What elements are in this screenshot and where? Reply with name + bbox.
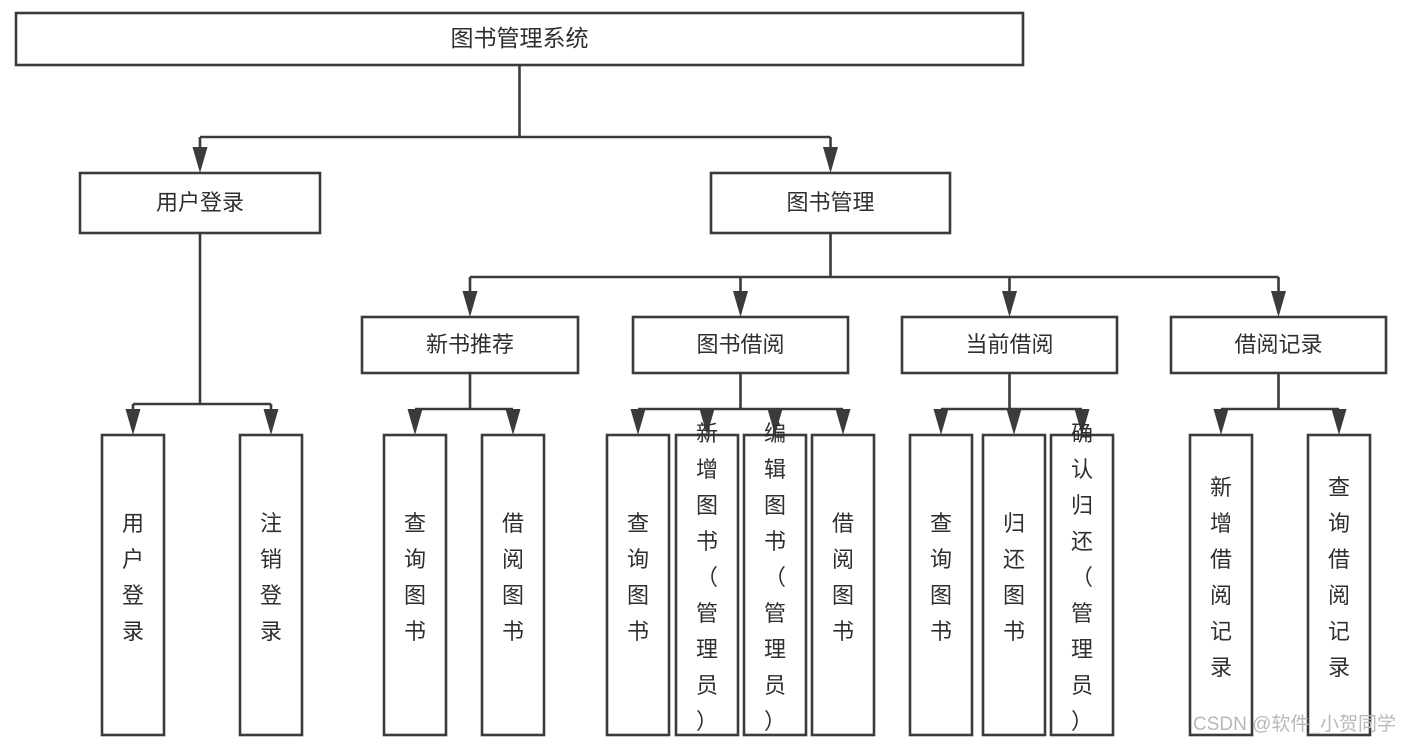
node-label-leaf-query-record: 查询借阅记录 [1328, 475, 1350, 680]
node-book-manage[interactable]: 图书管理 [709, 171, 952, 235]
node-box-book-manage[interactable] [709, 171, 952, 235]
node-leaf-borrow-book[interactable]: 借阅图书 [810, 433, 876, 737]
node-label-leaf-borrow-book: 借阅图书 [832, 511, 854, 644]
connector-arrowhead [263, 409, 279, 435]
csdn-watermark: CSDN @软件_小贺同学 [1193, 713, 1396, 735]
connector-arrowhead [630, 409, 646, 435]
nodes-layer: 图书管理系统用户登录图书管理新书推荐图书借阅当前借阅借阅记录用户登录注销登录查询… [14, 11, 1388, 737]
node-box-leaf-confirm-return[interactable] [1049, 433, 1115, 737]
node-box-leaf-borrow-book[interactable] [810, 433, 876, 737]
connectors-layer [125, 65, 1347, 435]
node-leaf-logout[interactable]: 注销登录 [238, 433, 304, 737]
node-box-leaf-return-book[interactable] [981, 433, 1047, 737]
node-label-root: 图书管理系统 [451, 25, 589, 51]
node-new-book-rec[interactable]: 新书推荐 [360, 315, 580, 375]
connector-group-user-login [125, 233, 279, 435]
node-label-new-book-rec: 新书推荐 [426, 332, 514, 357]
connector-arrowhead [933, 409, 949, 435]
node-label-leaf-borrow-book-rec: 借阅图书 [502, 511, 524, 644]
node-leaf-query-book-current[interactable]: 查询图书 [908, 433, 974, 737]
node-label-book-borrow: 图书借阅 [696, 332, 784, 357]
node-label-borrow-record: 借阅记录 [1234, 332, 1322, 357]
node-label-leaf-edit-book: 编辑图书（管理员） [764, 421, 786, 734]
node-label-leaf-add-book: 新增图书（管理员） [696, 421, 718, 734]
node-current-borrow[interactable]: 当前借阅 [900, 315, 1119, 375]
connector-arrowhead [125, 409, 141, 435]
node-label-book-manage: 图书管理 [786, 190, 874, 215]
node-box-user-login[interactable] [78, 171, 322, 235]
node-leaf-user-login[interactable]: 用户登录 [100, 433, 166, 737]
node-box-leaf-add-record[interactable] [1188, 433, 1254, 737]
connector-arrowhead [767, 409, 783, 435]
connector-arrowhead [1331, 409, 1347, 435]
node-label-leaf-user-login: 用户登录 [122, 511, 144, 644]
node-box-leaf-query-record[interactable] [1306, 433, 1372, 737]
node-box-leaf-query-book-rec[interactable] [382, 433, 448, 737]
node-box-root[interactable] [14, 11, 1025, 67]
node-leaf-query-book-rec[interactable]: 查询图书 [382, 433, 448, 737]
connector-group-current-borrow [933, 373, 1090, 435]
connector-arrowhead [192, 147, 208, 173]
node-box-leaf-logout[interactable] [238, 433, 304, 737]
node-label-current-borrow: 当前借阅 [965, 332, 1053, 357]
node-label-leaf-add-record: 新增借阅记录 [1210, 475, 1232, 680]
node-box-current-borrow[interactable] [900, 315, 1119, 375]
node-user-login[interactable]: 用户登录 [78, 171, 322, 235]
node-borrow-record[interactable]: 借阅记录 [1169, 315, 1388, 375]
node-leaf-query-book-borrow[interactable]: 查询图书 [605, 433, 671, 737]
node-label-leaf-query-book-current: 查询图书 [930, 511, 952, 644]
node-label-leaf-logout: 注销登录 [260, 511, 282, 644]
connector-group-book-borrow [630, 373, 851, 435]
connector-arrowhead [699, 409, 715, 435]
node-box-new-book-rec[interactable] [360, 315, 580, 375]
connector-group-root [192, 65, 838, 173]
node-box-leaf-borrow-book-rec[interactable] [480, 433, 546, 737]
node-leaf-return-book[interactable]: 归还图书 [981, 433, 1047, 737]
node-leaf-borrow-book-rec[interactable]: 借阅图书 [480, 433, 546, 737]
connector-arrowhead [733, 291, 748, 317]
node-leaf-add-book[interactable]: 新增图书（管理员） [674, 421, 740, 737]
connector-arrowhead [407, 409, 423, 435]
node-label-user-login: 用户登录 [156, 190, 244, 215]
connector-arrowhead [1002, 291, 1017, 317]
node-box-leaf-user-login[interactable] [100, 433, 166, 737]
connector-group-book-manage [462, 233, 1286, 317]
connector-arrowhead [1006, 409, 1022, 435]
node-label-leaf-query-book-rec: 查询图书 [404, 511, 426, 644]
node-box-leaf-add-book[interactable] [674, 433, 740, 737]
node-leaf-add-record[interactable]: 新增借阅记录 [1188, 433, 1254, 737]
connector-arrowhead [1213, 409, 1229, 435]
connector-arrowhead [1074, 409, 1090, 435]
connector-group-new-book-rec [407, 373, 521, 435]
node-box-book-borrow[interactable] [631, 315, 850, 375]
connector-group-borrow-record [1213, 373, 1347, 435]
node-leaf-edit-book[interactable]: 编辑图书（管理员） [742, 421, 808, 737]
node-book-borrow[interactable]: 图书借阅 [631, 315, 850, 375]
node-leaf-query-record[interactable]: 查询借阅记录 [1306, 433, 1372, 737]
connector-arrowhead [1271, 291, 1286, 317]
connector-arrowhead [835, 409, 851, 435]
connector-arrowhead [505, 409, 521, 435]
node-label-leaf-confirm-return: 确认归还（管理员） [1071, 421, 1093, 734]
node-root[interactable]: 图书管理系统 [14, 11, 1025, 67]
connector-arrowhead [462, 291, 478, 317]
node-box-leaf-query-book-current[interactable] [908, 433, 974, 737]
node-label-leaf-return-book: 归还图书 [1003, 511, 1025, 644]
node-label-leaf-query-book-borrow: 查询图书 [627, 511, 649, 644]
node-leaf-confirm-return[interactable]: 确认归还（管理员） [1049, 421, 1115, 737]
node-box-leaf-edit-book[interactable] [742, 433, 808, 737]
node-box-borrow-record[interactable] [1169, 315, 1388, 375]
node-box-leaf-query-book-borrow[interactable] [605, 433, 671, 737]
connector-arrowhead [823, 147, 838, 173]
